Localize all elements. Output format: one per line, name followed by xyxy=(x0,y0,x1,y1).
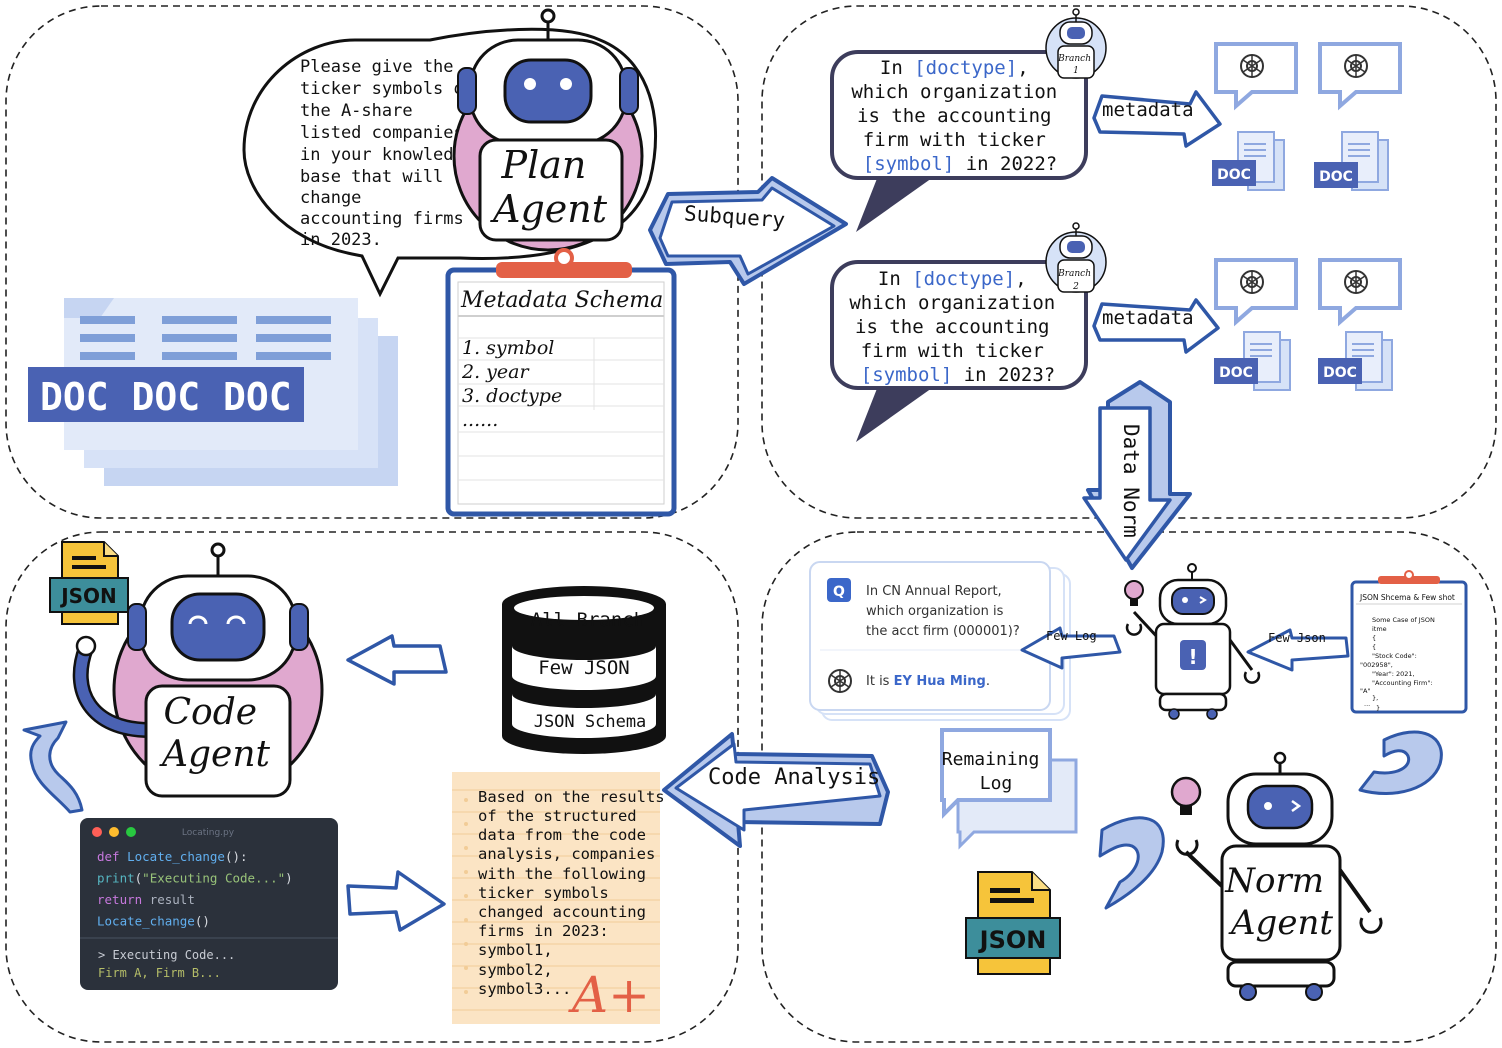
code-analysis-label: Code Analysis xyxy=(708,765,880,790)
editor-code-line: return result xyxy=(97,892,195,907)
panel-norm xyxy=(761,531,1497,1043)
qa-question: In CN Annual Report, which organization … xyxy=(866,584,1020,639)
json-file-icon xyxy=(965,871,1061,975)
llm-chat-icon xyxy=(1318,42,1402,111)
result-note-text: Based on the results of the structured d… xyxy=(478,788,674,998)
json-file-icon xyxy=(49,541,129,625)
db-label-all-branch: All Branch xyxy=(531,609,645,631)
few-log-label: Few Log xyxy=(1046,629,1097,643)
plan-robot-icon xyxy=(452,8,644,252)
metadata-arrow-1 xyxy=(1092,90,1222,148)
plan-agent-label: Plan Agent xyxy=(490,143,608,231)
code-token: result xyxy=(150,892,195,907)
branch1-bubble xyxy=(830,50,1088,232)
metadata-label-2: metadata xyxy=(1102,307,1194,329)
svg-text:DOC: DOC xyxy=(1319,169,1353,185)
db-label-few-json: Few JSON xyxy=(538,657,630,679)
code-token: return xyxy=(97,892,150,907)
llm-chat-icon xyxy=(1214,258,1298,327)
few-json-label: Few Json xyxy=(1268,631,1326,645)
code-editor xyxy=(80,818,338,990)
svg-text:DOC: DOC xyxy=(1217,167,1251,183)
json-badge-code: JSON xyxy=(59,584,117,608)
data-norm-label: Data Norm xyxy=(1119,424,1143,538)
branch2-question: In [doctype], which organization is the … xyxy=(849,268,1066,386)
branch1-question: In [doctype], which organization is the … xyxy=(851,57,1068,175)
code-token: Locate_change xyxy=(97,914,195,929)
plan-speech-text: Please give the ticker symbols of the A-… xyxy=(300,57,484,250)
remaining-log-bubble xyxy=(940,728,1078,850)
curved-arrow-icon xyxy=(1098,816,1165,910)
svg-text:DOC: DOC xyxy=(1323,365,1357,381)
svg-text:DOC: DOC xyxy=(1219,365,1253,381)
remaining-log-label: Remaining Log xyxy=(942,749,1050,794)
curved-arrow-icon xyxy=(22,720,84,814)
metadata-arrow-2 xyxy=(1092,298,1220,354)
code-agent-label: Code Agent xyxy=(159,692,271,775)
editor-code-line: def Locate_change(): xyxy=(97,849,248,864)
code-token: (): xyxy=(225,849,248,864)
editor-code-line: Locate_change() xyxy=(97,914,210,929)
branch2-robot-badge xyxy=(1045,222,1107,293)
qa-q-badge: Q xyxy=(833,584,845,600)
curved-arrow-icon xyxy=(1358,730,1443,795)
norm-agent-label: Norm Agent xyxy=(1224,861,1335,943)
code-analysis-arrow xyxy=(662,732,890,848)
metadata-schema-clipboard xyxy=(445,248,677,517)
right-arrow-icon xyxy=(346,870,446,932)
doc-file-icon: DOC xyxy=(1214,331,1291,391)
schema-items: 1. symbol 2. year 3. doctype ...... xyxy=(461,337,568,431)
code-token: def xyxy=(97,849,127,864)
code-token: () xyxy=(195,914,210,929)
code-token: "Executing Code..." xyxy=(142,871,285,886)
few-log-arrow xyxy=(1020,626,1122,670)
doc-file-icon: DOC xyxy=(1318,331,1393,391)
docs-label: DOC DOC DOC xyxy=(40,375,292,419)
few-json-arrow xyxy=(1246,628,1350,672)
subquery-arrow xyxy=(648,176,848,286)
code-robot-icon xyxy=(72,542,324,798)
code-token: ) xyxy=(285,871,293,886)
doc-file-icon: DOC xyxy=(1314,131,1389,191)
grade-mark: A+ xyxy=(568,966,650,1024)
console-output: > Executing Code... Firm A, Firm B... xyxy=(98,948,243,980)
svg-text:!: ! xyxy=(1188,645,1197,669)
llm-chat-icon xyxy=(1214,42,1298,111)
db-label-json-schema: JSON Schema xyxy=(534,712,647,732)
panel-code xyxy=(5,531,739,1043)
document-stack-icon xyxy=(28,298,398,486)
code-token: print xyxy=(97,871,135,886)
metadata-label-1: metadata xyxy=(1102,99,1194,121)
branch1-badge-label: Branch 1 xyxy=(1057,54,1094,76)
json-card-title: JSON Shcema & Few shot xyxy=(1359,593,1455,602)
database-icon xyxy=(502,586,666,754)
qa-answer: It is EY Hua Ming. xyxy=(866,674,990,689)
branch1-robot-badge xyxy=(1045,8,1107,79)
llm-chat-icon xyxy=(1318,258,1402,327)
editor-code-line: print("Executing Code...") xyxy=(97,871,293,886)
panel-plan xyxy=(5,5,739,519)
editor-code-lines: def Locate_change(): print("Executing Co… xyxy=(97,849,293,929)
norm-robot-small-icon: ! xyxy=(1124,563,1261,720)
code-token: Locate_change xyxy=(127,849,225,864)
json-card-body: Some Case of JSON itme { { "Stock Code":… xyxy=(1360,616,1437,712)
branch2-bubble xyxy=(830,260,1088,442)
code-token: ( xyxy=(135,871,143,886)
doc-file-icon: DOC xyxy=(1212,131,1285,191)
json-badge-norm: JSON xyxy=(978,926,1047,954)
schema-title: Metadata Schema xyxy=(460,288,663,313)
norm-robot-icon xyxy=(1170,751,1383,1001)
left-arrow-icon xyxy=(346,634,448,686)
branch2-badge-label: Branch 2 xyxy=(1057,269,1094,292)
qa-example-card xyxy=(809,561,1071,721)
data-norm-arrow xyxy=(1082,380,1192,570)
result-note-card xyxy=(452,772,660,1024)
editor-title: Locating.py xyxy=(182,828,235,838)
json-schema-card xyxy=(1350,570,1468,714)
